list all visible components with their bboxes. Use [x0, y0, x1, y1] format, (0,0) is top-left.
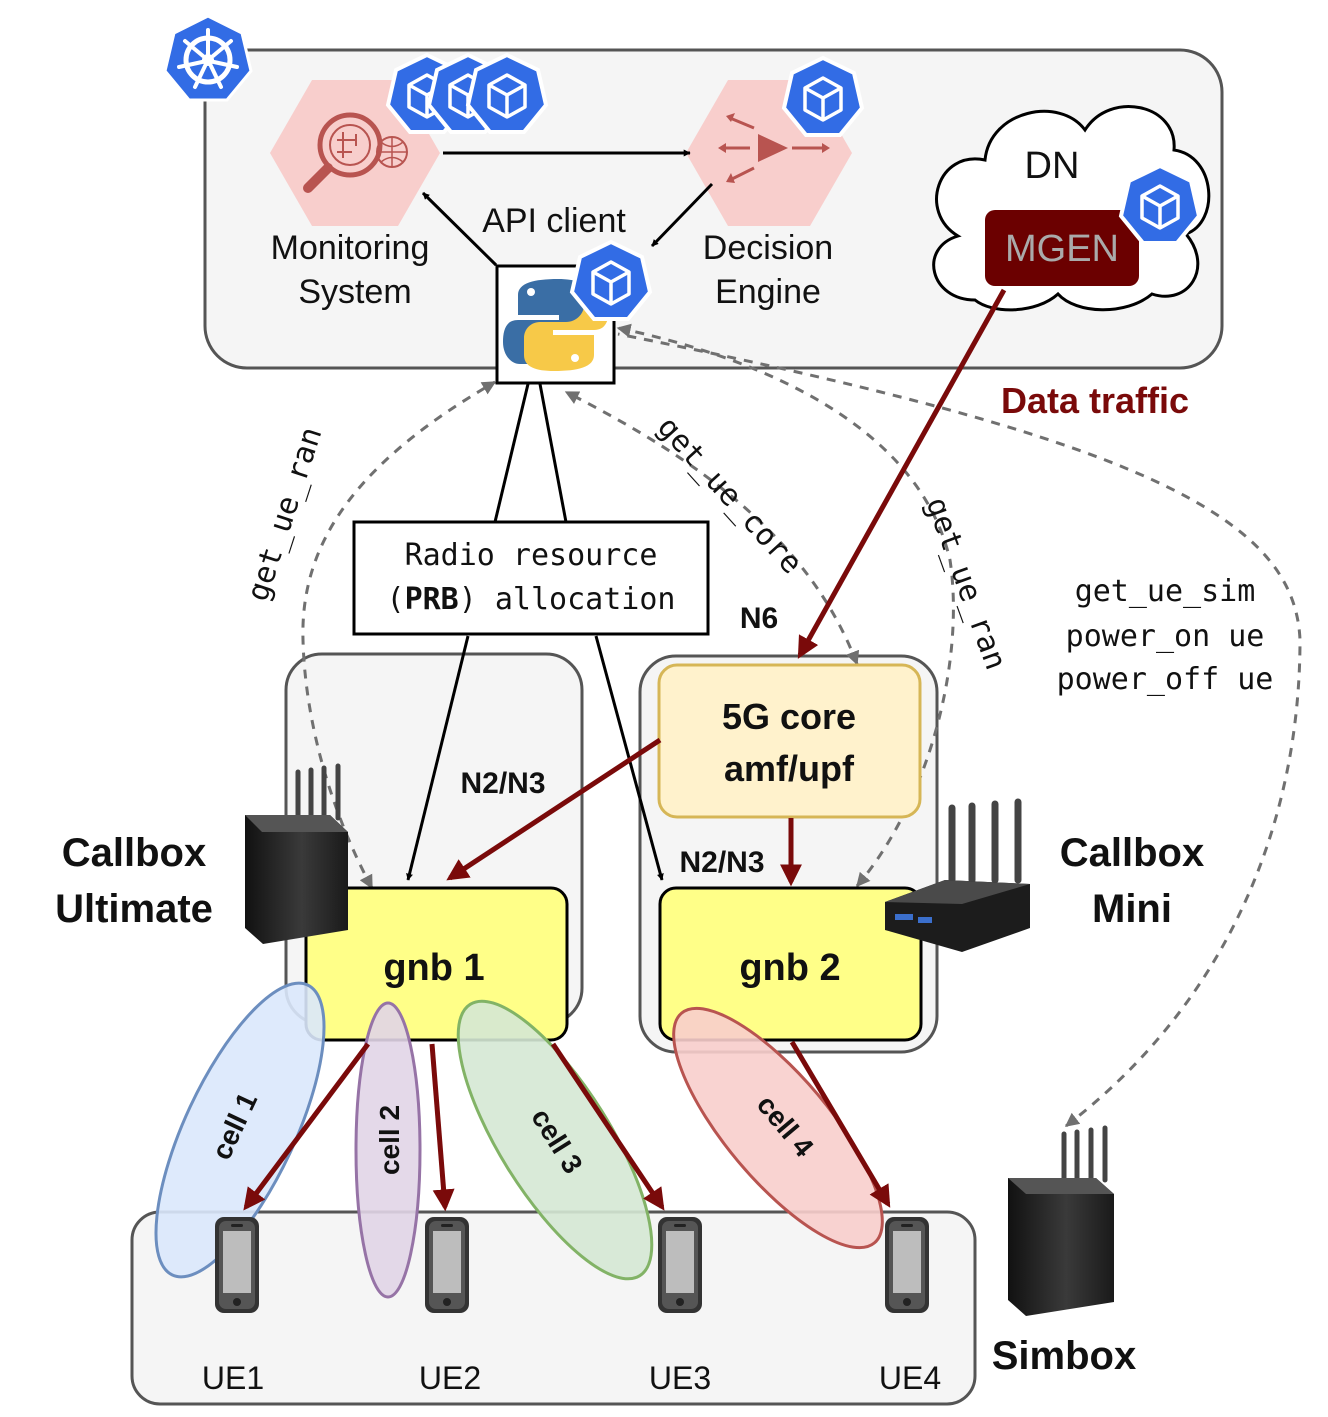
monitoring-pods [386, 53, 548, 134]
callbox-mini-label-1: Callbox [1060, 831, 1204, 875]
5g-core-box: 5G core amf/upf [657, 663, 922, 819]
dn-label: DN [1025, 145, 1080, 187]
smartphone-icon [885, 1217, 929, 1313]
callbox-mini-device [885, 798, 1030, 952]
get-ue-ran-label-2: get_ue_ran [918, 493, 1013, 675]
ue4-label: UE4 [879, 1360, 941, 1396]
dn-cloud: DN MGEN [932, 105, 1211, 312]
simbox-label: Simbox [992, 1334, 1136, 1378]
prb-line-1: Radio resource [405, 538, 658, 573]
ue1-label: UE1 [202, 1360, 264, 1396]
smartphone-icon [658, 1217, 702, 1313]
cell-1-ellipse [154, 981, 326, 1279]
gnb2-to-ue4-arrow [789, 1040, 891, 1208]
smartphone-icon [215, 1217, 259, 1313]
decision-to-api-arrow [650, 182, 714, 248]
power-on-label: power_on ue [1066, 619, 1265, 654]
n2n3-label-2: N2/N3 [679, 846, 764, 879]
callbox-ultimate-label-1: Callbox [62, 831, 206, 875]
callbox-ultimate-label-2: Ultimate [55, 887, 213, 931]
mgen-label: MGEN [1005, 228, 1119, 270]
prb-allocation-box: Radio resource (PRB) allocation [352, 520, 710, 636]
api-to-prb-line-left [493, 383, 530, 523]
callbox-mini-label-2: Mini [1092, 887, 1172, 931]
decision-label-2: Engine [715, 273, 821, 311]
prb-line-2: (PRB) allocation [387, 582, 676, 617]
api-to-prb-line-right [538, 383, 568, 523]
api-client-label: API client [482, 202, 626, 240]
ue2-label: UE2 [419, 1360, 481, 1396]
decision-label-1: Decision [703, 229, 833, 267]
cell-2-ellipse [354, 1001, 422, 1299]
n6-label: N6 [740, 602, 778, 635]
cell-2-label: cell 2 [374, 1105, 405, 1175]
k8s-pod-icon [782, 56, 864, 137]
data-traffic-label: Data traffic [1001, 380, 1189, 421]
core-label-1: 5G core [722, 696, 856, 737]
k8s-pod-icon [1119, 164, 1201, 245]
monitoring-label-1: Monitoring [271, 229, 430, 267]
router-icon [718, 113, 830, 183]
n2n3-label-1: N2/N3 [460, 767, 545, 800]
gnb1-to-ue1-arrow [243, 1042, 371, 1211]
core-label-2: amf/upf [724, 748, 855, 789]
cell-3-ellipse [456, 999, 654, 1281]
gnb2-label: gnb 2 [739, 947, 840, 989]
gnb1-label: gnb 1 [383, 947, 484, 989]
simbox-device [1008, 1125, 1114, 1316]
simbox-control-link [617, 332, 1302, 1128]
ue3-label: UE3 [649, 1360, 711, 1396]
gnb1-to-ue2-arrow [429, 1043, 455, 1212]
core-to-gnb1-arrow [446, 737, 662, 881]
data-traffic-arrow [797, 288, 1007, 659]
gnb1-to-ue3-arrow [550, 1042, 665, 1211]
power-off-label: power_off ue [1057, 662, 1274, 697]
cell-4-ellipse [672, 1006, 884, 1250]
decision-engine: Decision Engine [686, 80, 852, 311]
monitoring-label-2: System [298, 273, 411, 311]
api-to-monitoring-arrow [421, 191, 498, 267]
magnifier-icon [303, 112, 408, 193]
get-ue-ran-label-1: get_ue_ran [240, 423, 329, 606]
gnb2-box: gnb 2 [658, 886, 923, 1042]
k8s-pod-icon [570, 240, 652, 321]
gnb1-box: gnb 1 [304, 886, 569, 1042]
k8s-pod-icon [466, 53, 548, 134]
kubernetes-icon [163, 14, 253, 102]
callbox-ultimate-device [245, 763, 348, 944]
mgen-box [985, 210, 1139, 286]
get-ue-sim-label: get_ue_sim [1075, 574, 1256, 609]
smartphone-icon [425, 1217, 469, 1313]
